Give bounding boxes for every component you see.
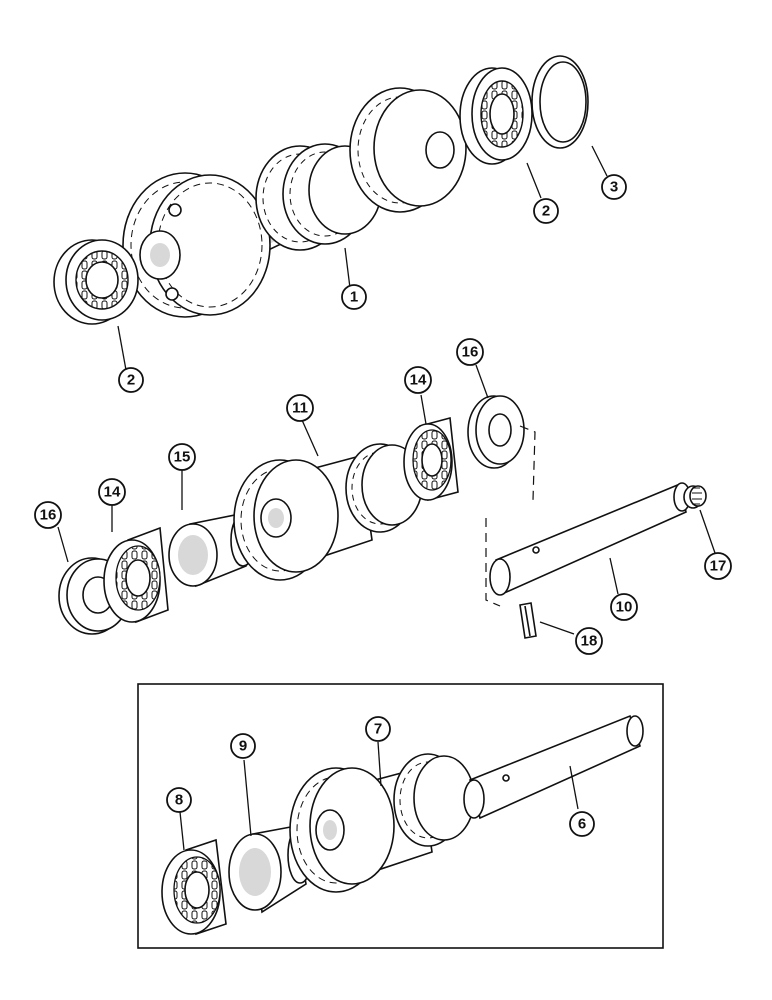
callout-label: 14 xyxy=(410,372,427,389)
callout-label: 9 xyxy=(239,738,247,755)
countershaft-right-gear xyxy=(349,87,467,213)
leader-lines xyxy=(57,145,716,851)
snap-ring xyxy=(531,55,589,149)
callout-2-left: 2 xyxy=(118,367,144,393)
idler-gear-lower xyxy=(289,753,475,893)
left-ball-bearing xyxy=(53,239,139,325)
callout-label: 14 xyxy=(104,484,121,501)
callout-9: 9 xyxy=(230,733,256,759)
callout-8: 8 xyxy=(166,787,192,813)
countershaft-assembly xyxy=(53,55,589,325)
alternate-idler-assembly xyxy=(161,714,644,936)
needle-bearing-right xyxy=(403,416,459,502)
needle-bearing-left xyxy=(103,526,169,624)
callout-16-left: 16 xyxy=(34,501,62,529)
callout-label: 18 xyxy=(581,633,598,650)
callout-15: 15 xyxy=(168,443,196,471)
callout-label: 2 xyxy=(127,372,135,389)
idler-gear-cluster xyxy=(233,443,423,581)
callout-7: 7 xyxy=(365,716,391,742)
callout-label: 11 xyxy=(292,400,308,417)
thrust-washer-right xyxy=(467,395,525,469)
idler-assembly xyxy=(58,395,707,639)
threaded-plug xyxy=(683,485,707,509)
callout-3: 3 xyxy=(601,174,627,200)
callout-label: 17 xyxy=(710,558,727,575)
callout-label: 1 xyxy=(350,289,358,306)
callout-17: 17 xyxy=(704,552,732,580)
callout-14-right: 14 xyxy=(404,366,432,394)
alignment-guide xyxy=(485,425,536,607)
countershaft-large-gear xyxy=(122,172,271,318)
callout-14-left: 14 xyxy=(98,478,126,506)
callout-label: 16 xyxy=(462,344,479,361)
callout-label: 16 xyxy=(40,507,57,524)
callout-label: 6 xyxy=(578,816,586,833)
callout-label: 2 xyxy=(542,203,550,220)
callout-6: 6 xyxy=(569,811,595,837)
countershaft-middle-gear xyxy=(255,143,382,251)
callout-label: 8 xyxy=(175,792,183,809)
callout-label: 7 xyxy=(374,721,382,738)
roll-pin xyxy=(519,602,537,639)
callout-label: 10 xyxy=(616,599,633,616)
idler-shaft-lower xyxy=(463,714,644,820)
callout-label: 3 xyxy=(610,179,618,196)
callout-11: 11 xyxy=(286,394,314,422)
callout-2-right: 2 xyxy=(533,198,559,224)
alternate-assembly-frame xyxy=(137,683,664,949)
callout-10: 10 xyxy=(610,593,638,621)
needle-bearing xyxy=(161,838,227,936)
callout-16-right: 16 xyxy=(456,338,484,366)
idler-shaft xyxy=(489,482,691,596)
callout-label: 15 xyxy=(174,449,191,466)
callout-18: 18 xyxy=(575,627,603,655)
callout-1: 1 xyxy=(341,284,367,310)
right-ball-bearing xyxy=(459,67,533,165)
